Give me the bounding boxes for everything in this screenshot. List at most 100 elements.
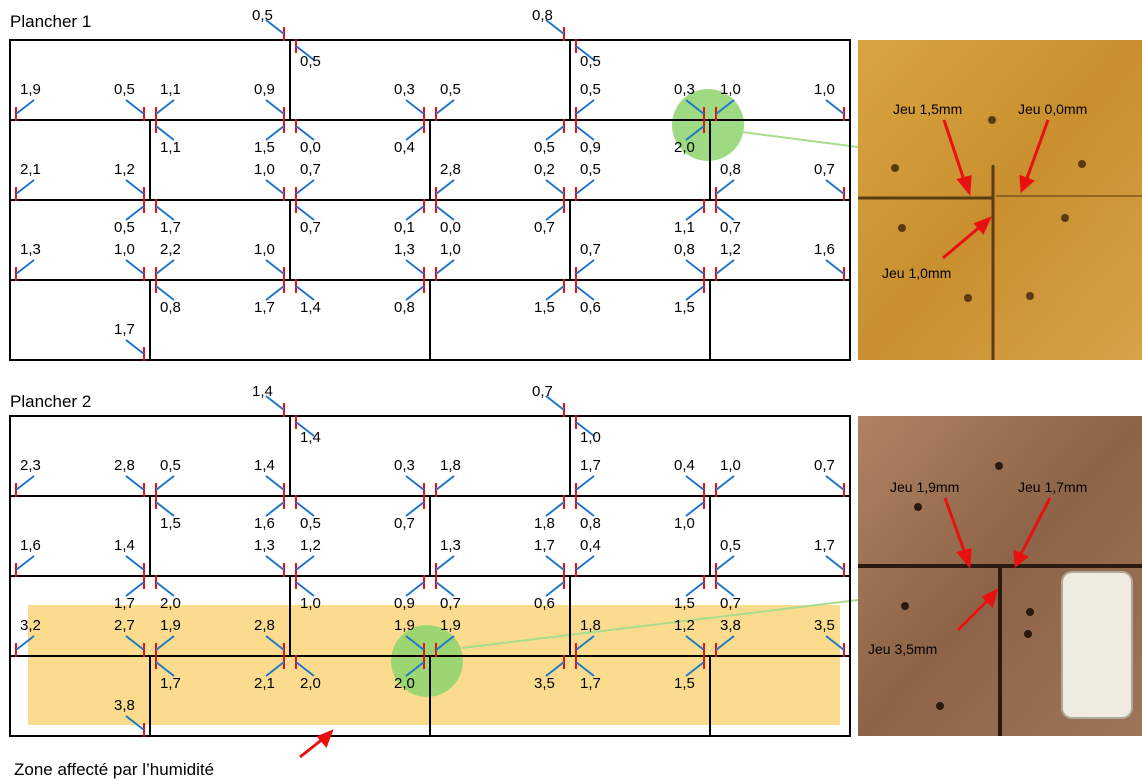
photo1-callout-left: Jeu 1,5mm [893, 101, 962, 117]
gap-value: 0,5 [114, 219, 135, 236]
measurement-leader [685, 125, 705, 141]
measurement-leader [265, 475, 285, 491]
measurement-leader [715, 259, 735, 275]
gap-value: 1,1 [160, 139, 181, 156]
gap-value: 0,0 [300, 139, 321, 156]
measurement-leader [155, 259, 175, 275]
gap-value: 1,0 [580, 429, 601, 446]
measurement-leader [825, 99, 845, 115]
measurement-leader [575, 635, 595, 651]
gap-value: 0,5 [720, 537, 741, 554]
gap-value: 0,5 [534, 139, 555, 156]
plancher1-grid [9, 39, 851, 361]
gap-value: 1,2 [674, 617, 695, 634]
gap-value: 1,0 [440, 241, 461, 258]
gap-value: 1,5 [674, 299, 695, 316]
gap-value: 1,5 [534, 299, 555, 316]
measurement-leader [575, 421, 595, 437]
measurement-leader [295, 555, 315, 571]
measurement-leader [405, 581, 425, 597]
gap-value: 1,9 [160, 617, 181, 634]
measurement-leader [715, 475, 735, 491]
photo-plancher1: Jeu 1,5mm Jeu 0,0mm Jeu 1,0mm [858, 40, 1142, 360]
gap-value: 1,3 [440, 537, 461, 554]
gap-value: 2,8 [254, 617, 275, 634]
plancher2-title: Plancher 2 [10, 392, 91, 411]
gap-value: 1,5 [160, 515, 181, 532]
measurement-leader [15, 179, 35, 195]
measurement-leader [265, 285, 285, 301]
gap-value: 0,7 [580, 241, 601, 258]
measurement-leader [715, 555, 735, 571]
gap-value: 3,8 [114, 697, 135, 714]
gap-value: 1,7 [114, 321, 135, 338]
measurement-leader [575, 285, 595, 301]
measurement-leader [435, 205, 455, 221]
gap-value: 0,8 [720, 161, 741, 178]
measurement-leader [685, 475, 705, 491]
gap-value: 0,7 [534, 219, 555, 236]
gap-value: 1,4 [300, 299, 321, 316]
gap-value: 1,0 [674, 515, 695, 532]
gap-value: 0,3 [674, 81, 695, 98]
gap-value: 2,7 [114, 617, 135, 634]
gap-value: 0,9 [394, 595, 415, 612]
measurement-leader [295, 179, 315, 195]
gap-value: 0,7 [300, 219, 321, 236]
gap-value: 0,4 [580, 537, 601, 554]
measurement-leader [575, 45, 595, 61]
gap-value: 1,1 [674, 219, 695, 236]
measurement-leader [715, 99, 735, 115]
gap-value: 0,5 [300, 515, 321, 532]
measurement-leader [575, 259, 595, 275]
gap-value: 2,2 [160, 241, 181, 258]
gap-value: 1,7 [254, 299, 275, 316]
gap-value: 0,1 [394, 219, 415, 236]
gap-value: 0,5 [300, 53, 321, 70]
measurement-leader [715, 581, 735, 597]
measurement-leader [825, 179, 845, 195]
gap-value: 1,4 [300, 429, 321, 446]
gap-value: 1,7 [580, 675, 601, 692]
gap-value: 2,0 [674, 139, 695, 156]
gap-value: 2,8 [440, 161, 461, 178]
measurement-leader [545, 661, 565, 677]
gap-value: 1,5 [674, 675, 695, 692]
measurement-leader [825, 635, 845, 651]
gap-value: 1,7 [580, 457, 601, 474]
gap-value: 0,4 [674, 457, 695, 474]
gap-value: 1,0 [254, 241, 275, 258]
measurement-leader [545, 555, 565, 571]
photo-plancher2: Jeu 1,9mm Jeu 1,7mm Jeu 3,5mm [858, 416, 1142, 736]
measurement-leader [685, 635, 705, 651]
gap-value: 0,7 [814, 457, 835, 474]
gap-value: 0,6 [534, 595, 555, 612]
measurement-leader [295, 581, 315, 597]
measurement-leader [435, 581, 455, 597]
measurement-leader [545, 285, 565, 301]
measurement-leader [545, 179, 565, 195]
plancher2-grid [9, 415, 851, 737]
measurement-leader [265, 555, 285, 571]
gap-value: 1,7 [114, 595, 135, 612]
measurement-leader [125, 581, 145, 597]
gap-value: 1,6 [814, 241, 835, 258]
measurement-leader [715, 205, 735, 221]
gap-value: 2,0 [300, 675, 321, 692]
gap-value: 1,5 [254, 139, 275, 156]
measurement-leader [435, 555, 455, 571]
measurement-leader [405, 99, 425, 115]
measurement-leader [155, 125, 175, 141]
measurement-leader [15, 259, 35, 275]
measurement-leader [405, 259, 425, 275]
gap-value: 0,7 [394, 515, 415, 532]
gap-value: 0,7 [720, 219, 741, 236]
measurement-leader [265, 501, 285, 517]
gap-value: 2,3 [20, 457, 41, 474]
gap-value: 0,0 [440, 219, 461, 236]
gap-value: 1,6 [254, 515, 275, 532]
gap-value: 0,2 [534, 161, 555, 178]
plancher1-title: Plancher 1 [10, 12, 91, 31]
